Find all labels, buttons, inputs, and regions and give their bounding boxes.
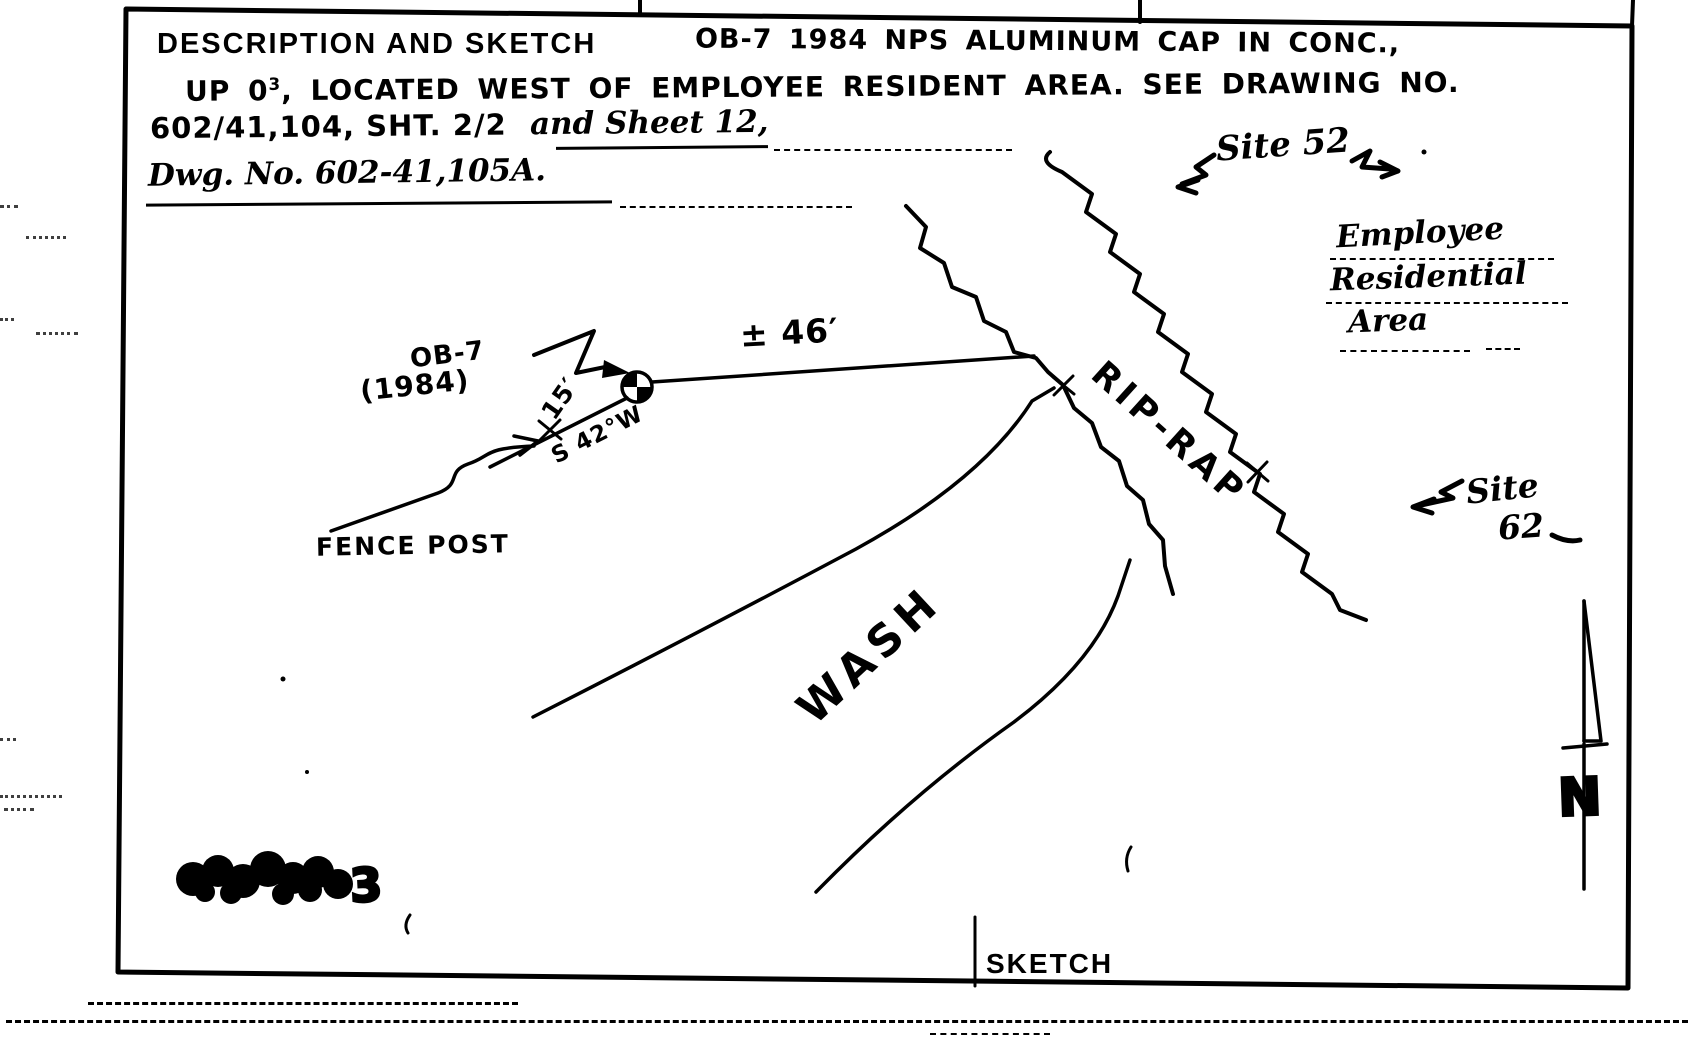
margin-speckle-7: [4, 808, 34, 811]
line3-underline-dashes: [774, 149, 1012, 151]
riprap-east-x-mark: [1245, 460, 1270, 484]
stray-dot-2: [305, 770, 309, 774]
station-leader-arrow: [532, 329, 612, 375]
employee-area-line1: Employee: [1335, 210, 1505, 256]
fence-post-x-mark: [537, 418, 563, 442]
sketch-footer-label: SKETCH: [986, 948, 1114, 979]
scan-artifact-dash-row-1: [88, 1002, 518, 1005]
margin-speckle-1: [0, 205, 18, 208]
margin-speckle-2: [26, 236, 66, 239]
fence-post-leader-arrowhead: [512, 434, 540, 457]
stray-mark-comma: [404, 913, 412, 935]
description-line3-cursive: and Sheet 12,: [529, 103, 769, 143]
margin-speckle-3: [0, 318, 14, 321]
north-arrow: [1561, 599, 1609, 891]
description-line3-plain: 602/41,104, SHT. 2/2: [149, 107, 507, 146]
site-62-word-label: Site: [1464, 465, 1541, 512]
stray-dot-3: [1421, 149, 1427, 155]
scan-artifact-dash-row-2: [6, 1020, 1688, 1023]
tie-line-46ft: [650, 354, 1036, 384]
employee-area-line3: Area: [1347, 301, 1429, 341]
site62-squiggle-arrow: [1418, 478, 1465, 508]
site62-arrowhead: [1410, 496, 1437, 516]
margin-speckle-6: [0, 795, 62, 798]
north-letter-label: N: [1555, 766, 1605, 831]
site62-tail-stroke: [1549, 532, 1583, 544]
bearing-line-s42w: [488, 396, 629, 469]
site52-right-arrowhead: [1377, 159, 1401, 180]
employee-area-rule2: [1326, 302, 1568, 304]
site-52-label: Site 52: [1214, 120, 1352, 170]
description-line2: UP 03, LOCATED WEST OF EMPLOYEE RESIDENT…: [184, 66, 1460, 108]
stray-mark-slash: [1125, 845, 1133, 873]
benchmark-monument-symbol: [620, 370, 654, 404]
description-line1: OB-7 1984 NPS ALUMINUM CAP IN CONC.,: [694, 23, 1401, 60]
scan-artifact-dash-row-3: [930, 1033, 1050, 1035]
site-62-number-label: 62: [1496, 505, 1546, 548]
redaction-scribble-blob: [176, 851, 353, 905]
form-cell-border: [115, 6, 1635, 991]
site52-left-arrowhead: [1175, 177, 1201, 196]
description-and-sketch-label: DESCRIPTION AND SKETCH: [157, 28, 597, 60]
employee-area-rule1: [1330, 258, 1554, 260]
station-leader-arrowhead: [602, 360, 630, 378]
description-line2-superscript: 3: [268, 73, 282, 94]
riprap-west-x-mark: [1051, 374, 1076, 397]
margin-speckle-5: [0, 738, 16, 741]
employee-area-rule3: [1340, 350, 1470, 352]
redaction-visible-character: 3: [347, 856, 386, 915]
margin-speckle-4: [36, 332, 78, 335]
line4-underline-dashes: [620, 206, 852, 208]
employee-area-rule3b: [1486, 348, 1520, 350]
site52-right-squiggle-arrow: [1349, 148, 1393, 172]
tie-distance-label: ± 46′: [739, 310, 840, 355]
fence-post-label: FENCE POST: [315, 529, 511, 562]
wash-lower-bank-line: [814, 558, 1132, 894]
description-line4: Dwg. No. 602-41,105A.: [147, 152, 547, 194]
employee-area-line2: Residential: [1329, 255, 1528, 299]
stray-dot: [280, 676, 286, 682]
description-line2-prefix: UP 0: [184, 74, 269, 108]
fence-post-leader: [329, 444, 536, 533]
riprap-east-edge-line: [1044, 150, 1368, 622]
description-line3: 602/41,104, SHT. 2/2 and Sheet 12,: [149, 103, 769, 146]
wash-upper-bank-line: [531, 386, 1056, 719]
right-border-tick: [1630, 0, 1635, 28]
